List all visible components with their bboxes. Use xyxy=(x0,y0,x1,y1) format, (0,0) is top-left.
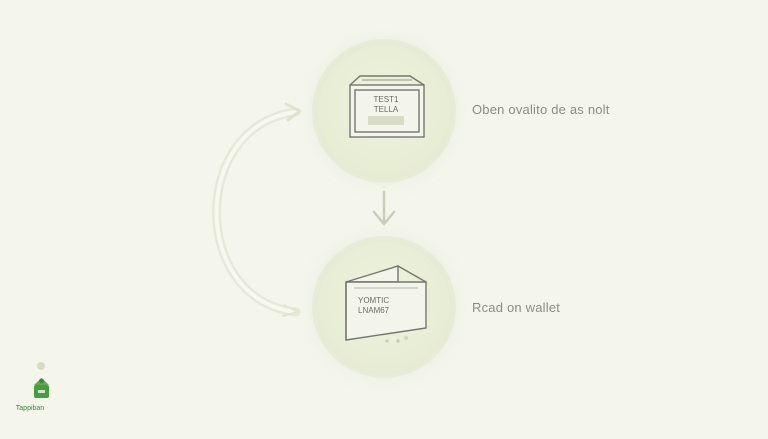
cycle-arrow xyxy=(212,107,301,317)
step-1-label: Oben ovalito de as nolt xyxy=(472,102,610,117)
cycle-arrow-inner xyxy=(214,110,298,314)
wallet-text: YOMTIC LNAM67 xyxy=(358,296,402,316)
step-2-label: Rcad on wallet xyxy=(472,300,561,315)
down-arrow-icon xyxy=(372,190,396,226)
app-logo-icon xyxy=(34,362,49,398)
cycle-arrowhead-icon xyxy=(284,102,302,122)
ticket-line-1: TEST1 xyxy=(373,95,399,104)
ticket-line-2: TELLA xyxy=(373,105,399,114)
logo-text: Tappiban xyxy=(15,405,45,412)
wallet-icon xyxy=(345,265,427,341)
ticket-icon xyxy=(349,75,425,138)
wallet-line-2: LNAM67 xyxy=(358,306,390,315)
wallet-line-1: YOMTIC xyxy=(358,296,390,305)
ticket-text: TEST1 TELLA xyxy=(362,95,410,115)
